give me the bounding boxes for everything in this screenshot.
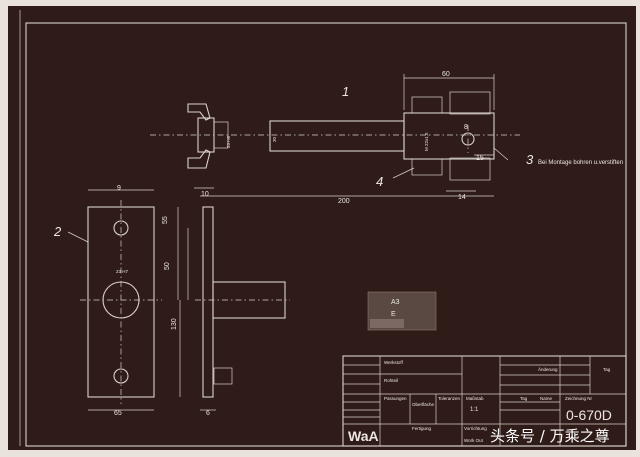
jaw-lower bbox=[187, 149, 211, 169]
tb-rohteil: Rohteil bbox=[384, 378, 398, 383]
part-2-plate: 2 9 65 6 55 50 130 23 H7 bbox=[53, 185, 290, 417]
tb-aenderung: Änderung bbox=[538, 366, 558, 372]
pin-hole bbox=[461, 132, 475, 146]
tb-toleranzen: Toleranzen bbox=[438, 396, 461, 401]
part-1-assembly: 1 60 200 10 15 14 8 23 H8 30 M 22x1,5 3 … bbox=[150, 71, 623, 205]
tb-tag-right: Tag bbox=[603, 367, 611, 372]
drawing-number: 0-670D bbox=[566, 407, 612, 423]
dim-55-label: 55 bbox=[162, 216, 169, 224]
plate-hole-top bbox=[113, 220, 129, 236]
clamp-bottom-right bbox=[449, 157, 491, 181]
part-number-2: 2 bbox=[53, 224, 62, 239]
nut bbox=[213, 367, 233, 385]
inner-frame bbox=[25, 22, 627, 447]
tb-passungen: Passungen bbox=[384, 396, 407, 401]
shaft-diameter-label: 30 bbox=[272, 136, 277, 142]
clamp-block bbox=[403, 112, 495, 160]
tb-work-out: Work Out bbox=[464, 438, 484, 443]
plate-bore-label: 23 H7 bbox=[116, 269, 129, 274]
plate-hole-bottom bbox=[113, 368, 129, 384]
part-number-3: 3 bbox=[526, 152, 534, 167]
stamp-a3: A3 bbox=[391, 299, 400, 306]
tb-massstab: Maßstab bbox=[466, 396, 484, 401]
tb-name: Name bbox=[540, 396, 553, 401]
tb-werkstoff: Werkstoff bbox=[384, 360, 404, 365]
leader-3 bbox=[493, 147, 509, 161]
dim-9-label: 9 bbox=[117, 185, 121, 192]
stamp-scribble bbox=[370, 319, 404, 328]
title-block: Werkstoff Rohteil Passungen Toleranzen O… bbox=[342, 355, 627, 447]
clamp-top-right bbox=[449, 91, 491, 115]
assembly-note: Bei Montage bohren u.verstiften bbox=[538, 160, 623, 166]
dim-130-label: 130 bbox=[171, 318, 178, 330]
dim-60-label: 60 bbox=[442, 71, 450, 78]
watermark: 头条号 / 万乘之尊 bbox=[490, 427, 610, 445]
dim-15-label: 15 bbox=[476, 155, 484, 162]
dim-200-label: 200 bbox=[338, 198, 350, 205]
blueprint-sheet bbox=[8, 6, 636, 450]
dim-8-label: 8 bbox=[464, 124, 468, 131]
dim-14-label: 14 bbox=[458, 194, 466, 201]
dim-65-label: 65 bbox=[114, 410, 122, 417]
tb-vorrichtung: Vorrichtung bbox=[464, 426, 487, 431]
collar bbox=[213, 121, 229, 149]
title-block-frame bbox=[342, 355, 627, 447]
leader-2 bbox=[67, 231, 89, 243]
tb-scale: 1:1 bbox=[470, 407, 479, 413]
part-number-1: 1 bbox=[342, 84, 349, 99]
jaw-upper bbox=[187, 103, 211, 121]
tb-tag: Tag bbox=[520, 396, 528, 401]
thread-label: M 22x1,5 bbox=[424, 132, 429, 151]
plate-front-view bbox=[87, 206, 155, 398]
bore-label: 23 H8 bbox=[226, 135, 231, 148]
stamp-e: E bbox=[391, 311, 396, 318]
firm-code: WaA bbox=[348, 428, 379, 444]
dim-10-label: 10 bbox=[201, 191, 209, 198]
tb-fertigung: Fertigung bbox=[412, 426, 432, 431]
leader-4 bbox=[392, 167, 415, 179]
part-number-4: 4 bbox=[376, 174, 383, 189]
tb-zeichnung: Zeichnung Nr bbox=[565, 396, 593, 401]
clamp-top-lug bbox=[411, 96, 443, 114]
clamp-bottom-lug bbox=[411, 158, 443, 176]
format-stamp: A3 E bbox=[367, 291, 437, 331]
dim-50-label: 50 bbox=[164, 262, 171, 270]
dim-6-label: 6 bbox=[206, 410, 210, 417]
tb-oberflache: Oberfläche bbox=[412, 402, 435, 407]
